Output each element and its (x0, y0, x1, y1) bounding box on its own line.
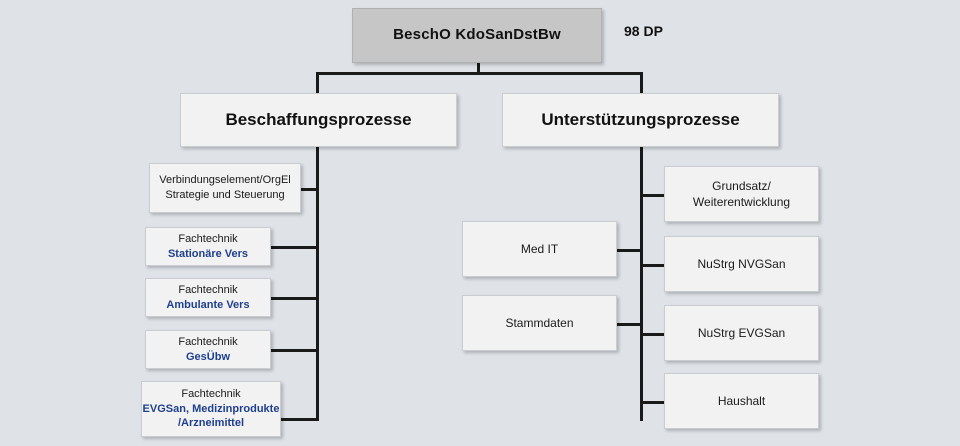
connector-right-stub-1 (640, 194, 665, 197)
connector-right-inner-stub-2 (617, 323, 643, 326)
leaf-line: Fachtechnik (181, 387, 241, 400)
leaf-line: Strategie und Steuerung (165, 189, 285, 201)
branch-node-unterstuetzungsprozesse[interactable]: Unterstützungsprozesse (502, 93, 779, 147)
connector-root-drop (477, 62, 480, 75)
leaf-line: Fachtechnik (178, 232, 238, 245)
leaf-line: NuStrg EVGSan (697, 325, 786, 340)
connector-left-trunk (316, 146, 319, 421)
leaf-line: Med IT (520, 241, 559, 256)
connector-left-stub-1 (300, 188, 319, 191)
leaf-line: Haushalt (717, 393, 766, 408)
leaf-node-fachtechnik-ambulante-vers[interactable]: Fachtechnik Ambulante Vers (145, 278, 271, 317)
connector-branch-left-drop (316, 72, 319, 94)
leaf-line: Stammdaten (505, 315, 574, 330)
connector-left-stub-2 (271, 246, 319, 249)
connector-right-trunk (640, 146, 643, 421)
branch-node-label: Unterstützungsprozesse (541, 109, 740, 129)
leaf-line: NuStrg NVGSan (697, 256, 786, 271)
leaf-line-accent: Stationäre Vers (167, 247, 249, 260)
leaf-line-accent: EVGSan, Medizinprodukte (142, 402, 280, 415)
branch-node-label: Beschaffungsprozesse (225, 109, 412, 129)
connector-right-stub-3 (640, 333, 665, 336)
leaf-node-grundsatz-weiterentwicklung[interactable]: Grundsatz/ Weiterentwicklung (664, 166, 819, 222)
connector-branch-right-drop (640, 72, 643, 94)
leaf-node-fachtechnik-gesuebw[interactable]: Fachtechnik GesÜbw (145, 330, 271, 369)
leaf-node-haushalt[interactable]: Haushalt (664, 373, 819, 429)
root-node-label: BeschO KdoSanDstBw (393, 26, 561, 44)
dp-count-label: 98 DP (624, 23, 663, 39)
leaf-line: Weiterentwicklung (692, 195, 791, 209)
root-node-bescho-kdosandstbw[interactable]: BeschO KdoSanDstBw (352, 8, 602, 63)
connector-left-stub-4 (271, 349, 319, 352)
leaf-line: Verbindungselement/OrgEl (159, 174, 291, 187)
connector-right-stub-4 (640, 401, 665, 404)
leaf-node-verbindungselement[interactable]: Verbindungselement/OrgEl Strategie und S… (149, 163, 301, 213)
leaf-node-fachtechnik-stationaere-vers[interactable]: Fachtechnik Stationäre Vers (145, 227, 271, 266)
connector-left-stub-5 (271, 418, 319, 421)
leaf-node-fachtechnik-evgsan[interactable]: Fachtechnik EVGSan, Medizinprodukte /Arz… (141, 381, 281, 437)
leaf-line: Fachtechnik (178, 283, 238, 296)
connector-left-stub-3 (271, 297, 319, 300)
connector-top-bar (316, 72, 643, 75)
leaf-node-med-it[interactable]: Med IT (462, 221, 617, 277)
leaf-node-stammdaten[interactable]: Stammdaten (462, 295, 617, 351)
leaf-line: Grundsatz/ (712, 178, 771, 193)
leaf-line: Fachtechnik (178, 335, 238, 348)
connector-right-inner-stub-1 (617, 249, 643, 252)
leaf-node-nustrg-nvgsan[interactable]: NuStrg NVGSan (664, 236, 819, 292)
leaf-line-accent: Ambulante Vers (166, 298, 250, 311)
connector-right-stub-2 (640, 264, 665, 267)
leaf-line-accent: GesÜbw (185, 350, 230, 363)
leaf-node-nustrg-evgsan[interactable]: NuStrg EVGSan (664, 305, 819, 361)
leaf-line-accent: /Arzneimittel (177, 417, 244, 430)
branch-node-beschaffungsprozesse[interactable]: Beschaffungsprozesse (180, 93, 457, 147)
